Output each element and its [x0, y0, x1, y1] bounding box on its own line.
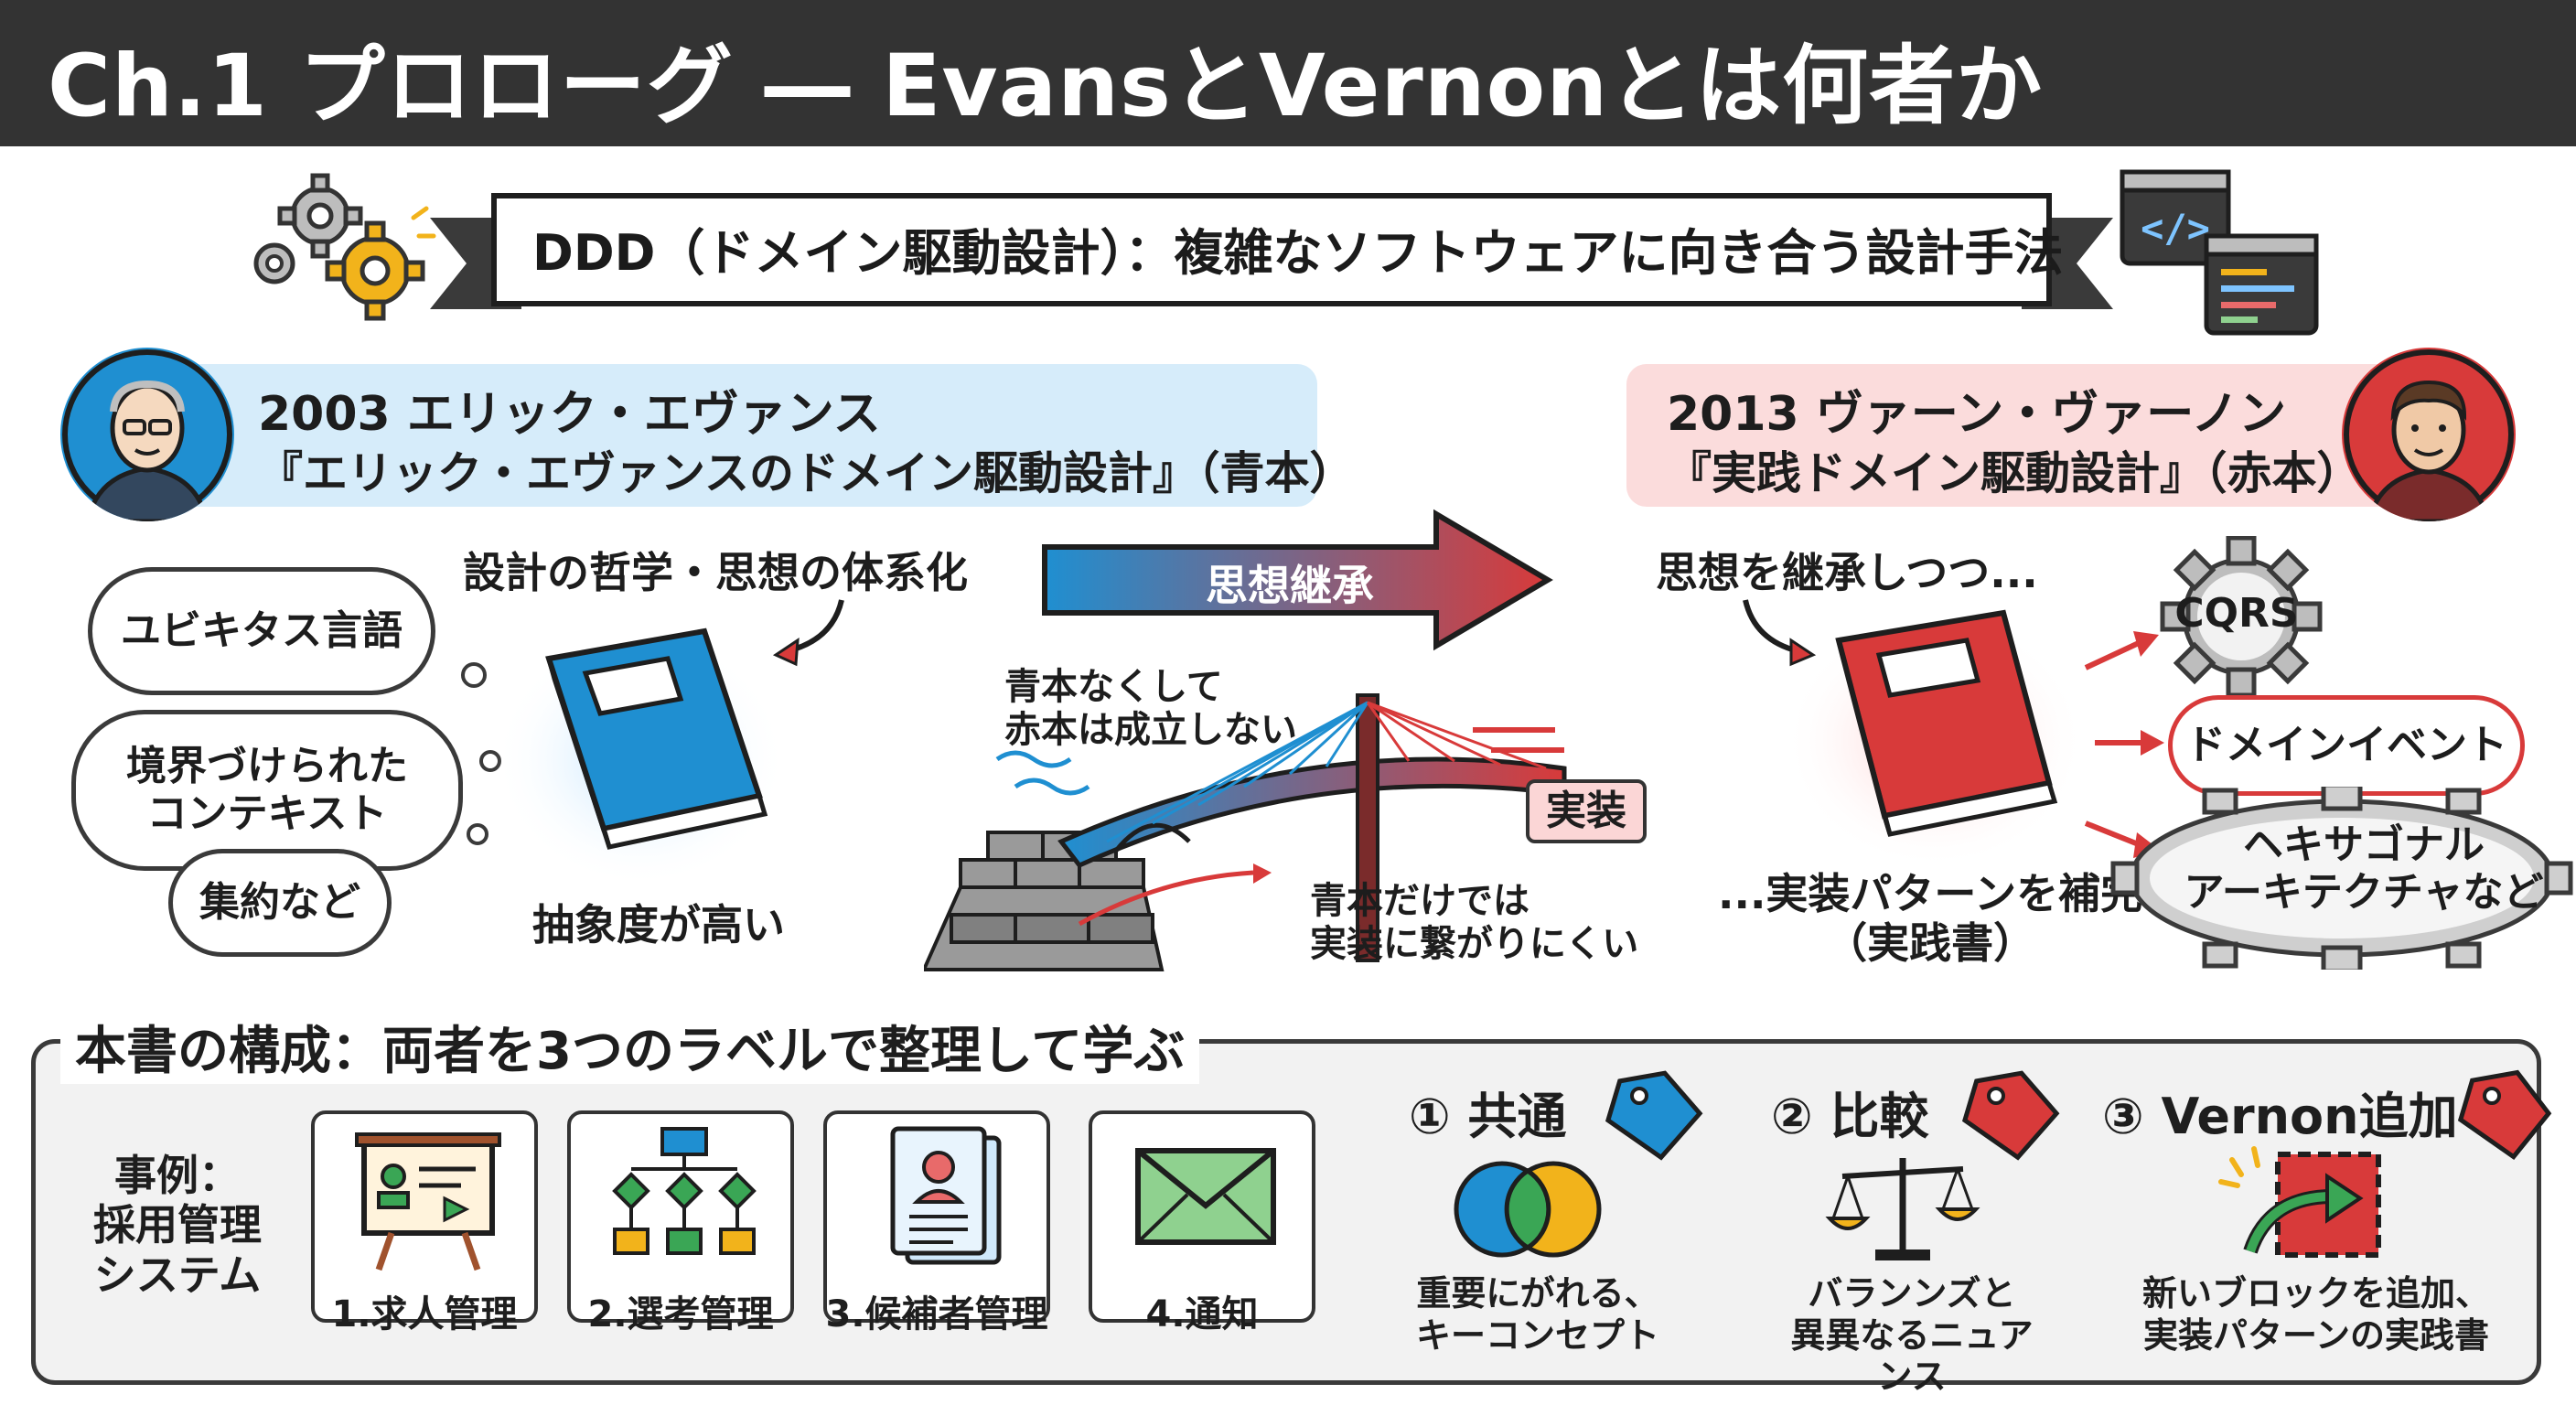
banner-text: DDD（ドメイン駆動設計）：複雑なソフトウェアに向き合う設計手法	[532, 224, 2064, 282]
module-candidate-management	[823, 1110, 1050, 1323]
pattern-hexagonal: ヘキサゴナル アーキテクチャなど	[2184, 821, 2544, 916]
presentation-board-icon	[355, 1132, 501, 1271]
concept-cloud: ユビキタス言語	[88, 567, 435, 695]
flowchart-icon	[612, 1127, 757, 1255]
label-common-desc: 重要にがれる、 キーコンセプト	[1415, 1273, 1659, 1356]
svg-text:</>: </>	[2141, 206, 2210, 251]
title-bar	[0, 0, 2576, 146]
curved-arrow-icon	[1743, 599, 1817, 667]
curved-arrow-icon	[772, 599, 844, 667]
module-selection-management	[567, 1110, 794, 1323]
inherit-arrow-label: 思想継承	[1206, 561, 1374, 610]
venn-diagram-icon	[1454, 1161, 1602, 1258]
gear-icon	[2110, 787, 2573, 970]
vernon-inherit-label: 思想を継承しつつ...	[1656, 548, 2038, 597]
label-compare-heading: ② 比較	[1771, 1088, 1929, 1145]
tag-icon	[1961, 1070, 2060, 1161]
inherit-arrow-icon	[1042, 509, 1553, 651]
pattern-arrows	[2084, 631, 2164, 858]
concept-cloud: 集約など	[168, 849, 392, 957]
add-block-icon	[2218, 1146, 2381, 1258]
gears-icon	[253, 173, 436, 321]
candidate-profile-icon	[890, 1126, 1002, 1265]
pattern-domain-event: ドメインイベント	[2168, 695, 2525, 796]
label-vernon-desc: 新いブロックを追加、 実装パターンの実践書	[2141, 1273, 2490, 1356]
label-common-heading: ① 共通	[1409, 1088, 1567, 1145]
vernon-year-name: 2013 ヴァーン・ヴァーノン	[1667, 387, 2287, 442]
bridge-note-bottom: 青本だけでは 実装に繋がりにくい	[1310, 880, 1639, 966]
vernon-book-title: 『実践ドメイン駆動設計』（赤本）	[1667, 447, 2362, 499]
vernon-complement-label: ...実装パターンを補完 （実践書）	[1718, 869, 2143, 969]
case-study-label: 事例： 採用管理 システム	[93, 1151, 262, 1300]
module-label: 3.候補者管理	[825, 1293, 1048, 1335]
red-book-icon	[1784, 609, 2086, 869]
implementation-tag: 実装	[1526, 779, 1647, 843]
module-notification	[1089, 1110, 1315, 1323]
evans-book-title: 『エリック・エヴァンスのドメイン駆動設計』（青本）	[258, 447, 1355, 499]
evans-year-name: 2003 エリック・エヴァンス	[258, 387, 881, 442]
vernon-avatar	[2342, 348, 2516, 521]
label-compare-desc: バランンズと 異異なるニュアンス	[1790, 1273, 2034, 1398]
page-title: Ch.1 プロローグ ― EvansとVernonとは何者か	[48, 37, 2044, 136]
evans-abstract-label: 抽象度が高い	[532, 900, 785, 949]
evans-philosophy-label: 設計の哲学・思想の体系化	[463, 548, 968, 597]
module-label: 2.選考管理	[587, 1293, 774, 1335]
vernon-panel	[1626, 364, 2415, 507]
tag-icon	[1605, 1070, 1703, 1161]
blue-book-icon	[494, 627, 787, 887]
tag-icon	[2457, 1069, 2552, 1161]
module-job-management	[311, 1110, 538, 1323]
concept-cloud: 境界づけられた コンテキスト	[71, 710, 463, 871]
pattern-cqrs: CQRS	[2174, 590, 2299, 638]
label-vernon-heading: ③ Vernon追加	[2102, 1088, 2458, 1145]
bridge-note-top: 青本なくして 赤本は成立しない	[1004, 666, 1297, 752]
envelope-icon	[1135, 1148, 1276, 1245]
balance-scale-icon	[1825, 1158, 1980, 1260]
title-ribbon	[430, 193, 2113, 309]
evans-avatar	[60, 348, 234, 521]
gear-icon	[2160, 536, 2323, 697]
bridge-illustration	[924, 693, 1567, 971]
module-label: 4.通知	[1145, 1293, 1259, 1335]
evans-panel	[110, 364, 1317, 507]
structure-heading: 本書の構成：両者を3つのラベルで整理して学ぶ	[60, 1010, 1200, 1084]
code-window-icon: </>	[2120, 169, 2319, 336]
module-label: 1.求人管理	[331, 1293, 518, 1335]
